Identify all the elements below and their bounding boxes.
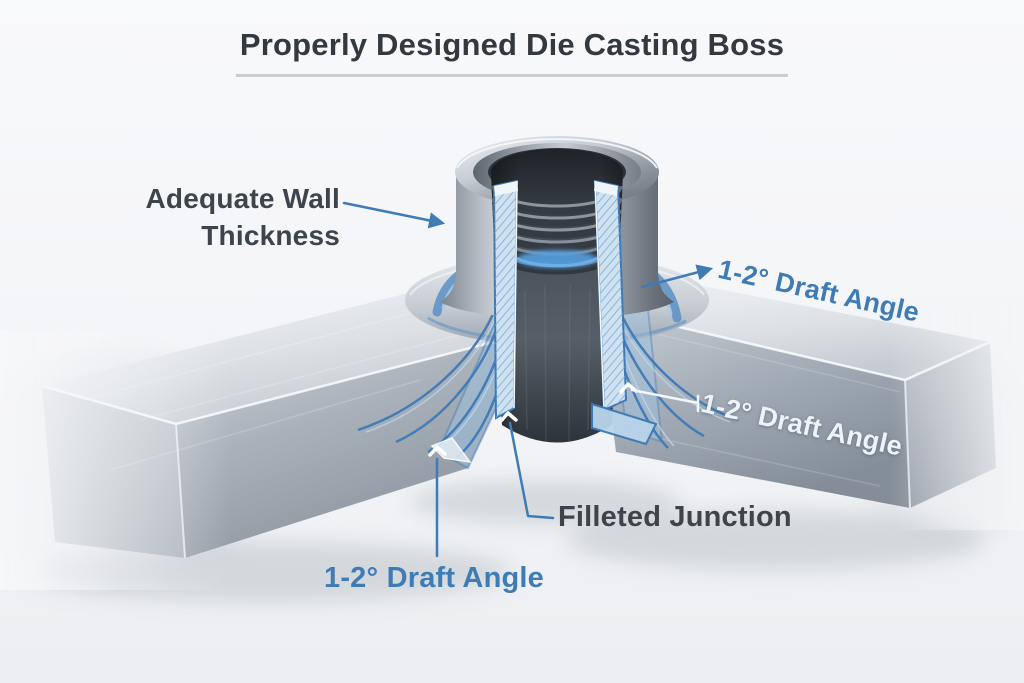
draft-mid-right-leader xyxy=(630,388,700,413)
label-filleted-junction: Filleted Junction xyxy=(558,501,792,533)
label-wall-thickness: Adequate Wall Thickness xyxy=(145,183,340,251)
fillet-marker-center xyxy=(499,411,518,423)
cutaway-section-walls xyxy=(430,179,658,464)
right-section-wall xyxy=(593,179,628,412)
right-rib-section-wedge xyxy=(591,402,658,446)
filleted-junction-leader xyxy=(508,421,555,520)
annotations xyxy=(342,201,714,558)
fillet-marker-left xyxy=(428,445,447,457)
left-rib-section-sliver xyxy=(430,437,472,464)
left-rib xyxy=(0,290,533,590)
fillet-marker-right xyxy=(619,382,638,394)
wall-thickness-arrow xyxy=(342,201,446,229)
draft-top-right-arrow xyxy=(640,264,714,289)
fillet-markers xyxy=(428,382,638,457)
figure-title: Properly Designed Die Casting Boss xyxy=(235,27,789,77)
right-rib xyxy=(597,280,1024,530)
left-section-wall xyxy=(492,179,519,420)
label-draft-angle-bottom: 1-2° Draft Angle xyxy=(324,562,544,594)
